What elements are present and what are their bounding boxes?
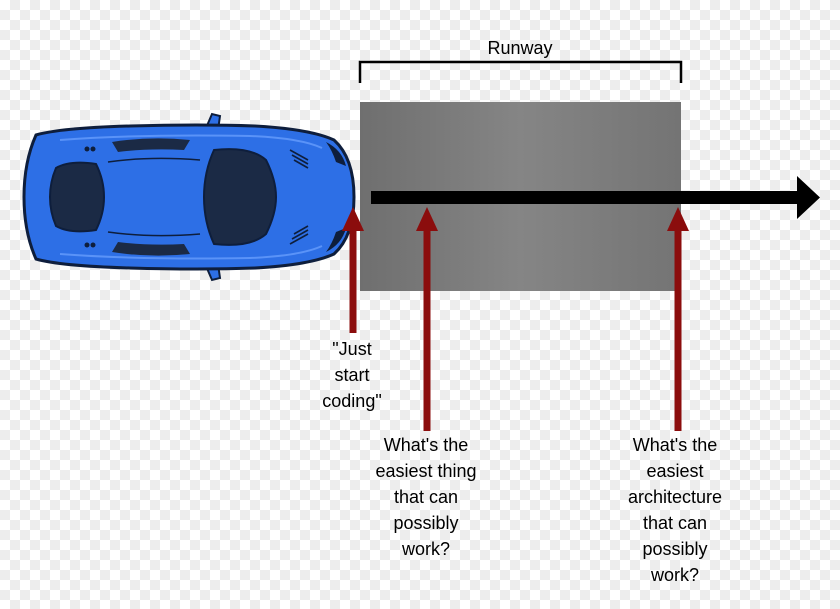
label-just-start-coding: "Just start coding"	[322, 339, 382, 411]
label-easiest-architecture: What's the easiest architecture that can…	[627, 435, 723, 585]
pointer-arrow-easiest-architecture	[667, 207, 689, 431]
car-icon	[22, 112, 356, 282]
label-easiest-thing: What's the easiest thing that can possib…	[375, 435, 477, 559]
timeline-arrow	[371, 176, 820, 219]
pointer-arrow-easiest-thing	[416, 207, 438, 431]
pointer-arrow-just-start	[342, 207, 364, 333]
runway-label: Runway	[487, 38, 553, 58]
runway-bracket	[358, 60, 683, 83]
